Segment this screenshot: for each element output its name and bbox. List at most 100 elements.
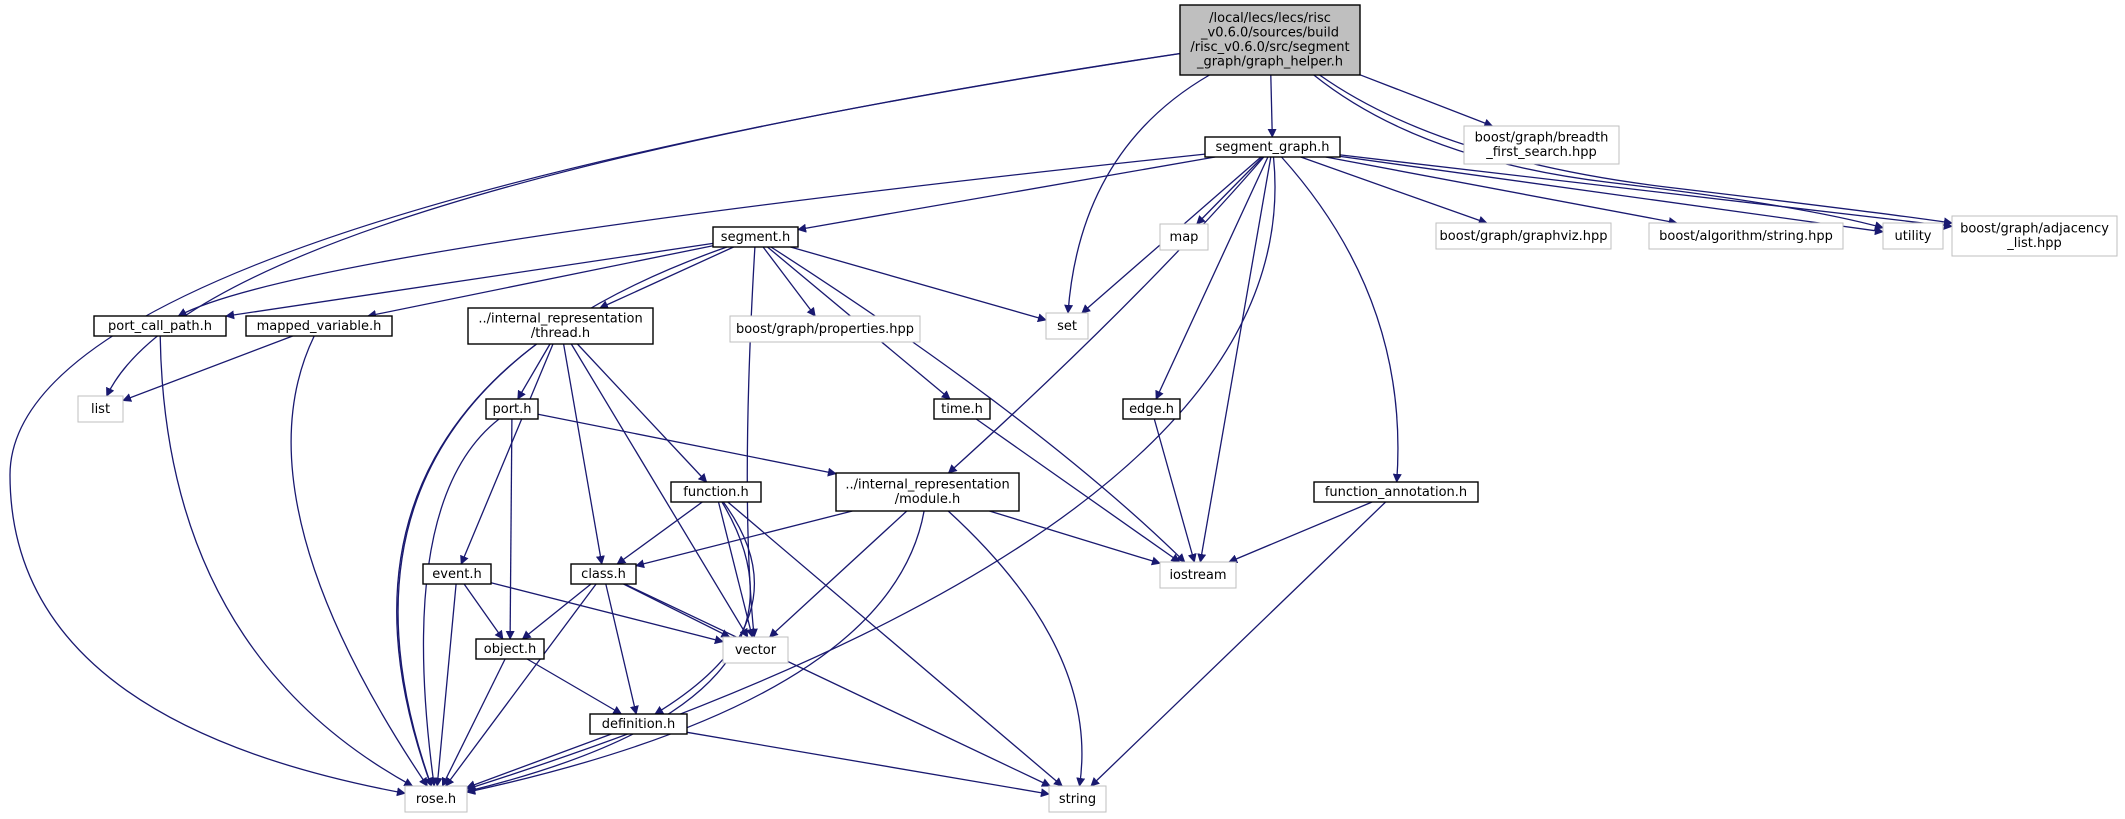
dependency-edges <box>9 52 1953 798</box>
edge-root-to-rose <box>9 52 1181 797</box>
edge-event-to-vector <box>490 582 724 645</box>
node-label: boost/graph/graphviz.hpp <box>1440 229 1608 244</box>
node-segment_graph[interactable]: segment_graph.h <box>1204 136 1341 158</box>
node-label: boost/graph/properties.hpp <box>736 322 914 337</box>
node-vector: vector <box>722 636 789 664</box>
node-label: time.h <box>941 402 983 417</box>
node-thread[interactable]: ../internal_representation/thread.h <box>467 307 654 345</box>
node-edge[interactable]: edge.h <box>1122 398 1181 420</box>
node-box <box>1159 561 1237 589</box>
node-box <box>422 563 492 585</box>
edge-class-to-rose <box>445 583 597 787</box>
edge-thread-to-function <box>576 343 708 483</box>
node-box <box>722 636 789 664</box>
node-root[interactable]: /local/lecs/lecs/risc_v0.6.0/sources/bui… <box>1179 4 1361 76</box>
edge-thread-to-event <box>460 343 554 565</box>
node-adjacency: boost/graph/adjacency_list.hpp <box>1951 215 2118 257</box>
node-label: edge.h <box>1129 402 1174 417</box>
node-label: ../internal_representation <box>478 312 642 327</box>
node-graphviz: boost/graph/graphviz.hpp <box>1435 222 1612 250</box>
node-definition[interactable]: definition.h <box>589 713 688 735</box>
node-label: iostream <box>1169 568 1226 583</box>
edge-segment-to-port_call_path <box>225 242 714 320</box>
edge-root-to-adjacency <box>1319 74 1953 227</box>
node-class[interactable]: class.h <box>570 563 637 585</box>
node-label: event.h <box>432 567 481 582</box>
dependency-nodes: /local/lecs/lecs/risc_v0.6.0/sources/bui… <box>77 4 2118 813</box>
edge-segment-to-thread <box>599 246 734 309</box>
node-function[interactable]: function.h <box>670 481 762 503</box>
node-label: _list.hpp <box>2006 236 2061 251</box>
edge-definition-to-rose <box>466 733 612 789</box>
node-event[interactable]: event.h <box>422 563 492 585</box>
node-object[interactable]: object.h <box>475 638 545 660</box>
edge-segment_graph-to-rose <box>466 156 1276 791</box>
node-box <box>93 315 227 337</box>
node-module[interactable]: ../internal_representation/module.h <box>835 472 1020 512</box>
edge-class-to-object <box>521 583 592 640</box>
node-box <box>933 398 991 420</box>
edge-event-to-object <box>463 583 504 640</box>
edge-segment_graph-to-edge <box>1155 156 1269 400</box>
node-box <box>1648 222 1844 250</box>
node-label: class.h <box>581 567 626 582</box>
node-port[interactable]: port.h <box>485 398 539 420</box>
edge-event-to-rose <box>433 583 457 787</box>
edge-function-to-string <box>727 501 1063 787</box>
node-label: set <box>1057 319 1077 334</box>
node-algo_string: boost/algorithm/string.hpp <box>1648 222 1844 250</box>
node-label: segment.h <box>721 230 790 245</box>
node-box <box>1179 4 1361 76</box>
node-segment[interactable]: segment.h <box>712 226 799 248</box>
edge-thread-to-port <box>517 343 551 400</box>
node-label: mapped_variable.h <box>257 319 382 334</box>
node-label: ../internal_representation <box>845 478 1009 493</box>
node-label: list <box>91 402 110 417</box>
node-label: definition.h <box>602 717 676 732</box>
node-box <box>1045 312 1089 340</box>
edge-segment-to-vector <box>746 246 758 638</box>
node-box <box>404 785 468 813</box>
edge-root-to-set <box>1064 74 1210 314</box>
node-label: segment_graph.h <box>1216 140 1330 155</box>
node-box <box>475 638 545 660</box>
node-box <box>712 226 799 248</box>
node-label: object.h <box>484 642 536 657</box>
node-time[interactable]: time.h <box>933 398 991 420</box>
edge-thread-to-class <box>562 343 605 565</box>
node-label: utility <box>1895 229 1932 244</box>
node-box <box>589 713 688 735</box>
node-label: boost/graph/adjacency <box>1960 222 2109 237</box>
node-set: set <box>1045 312 1089 340</box>
edge-class-to-vector <box>623 583 731 638</box>
edge-segment-to-iostream <box>770 246 1186 563</box>
node-label: rose.h <box>416 792 456 807</box>
edge-segment_graph-to-algo_string <box>1325 156 1678 226</box>
node-mapped_variable[interactable]: mapped_variable.h <box>245 315 393 337</box>
edge-class-to-string <box>624 583 1051 787</box>
edge-root-to-bfs <box>1359 74 1494 128</box>
edge-function_annotation-to-string <box>1090 501 1387 787</box>
node-box <box>1435 222 1612 250</box>
node-port_call_path[interactable]: port_call_path.h <box>93 315 227 337</box>
node-label: /thread.h <box>531 326 590 341</box>
edge-segment_graph-to-segment <box>797 156 1216 233</box>
node-properties: boost/graph/properties.hpp <box>729 315 921 343</box>
edge-module-to-class <box>635 510 853 569</box>
edge-object-to-definition <box>526 658 623 715</box>
edge-thread-to-rose <box>397 343 538 787</box>
edge-function-to-class <box>616 501 703 565</box>
node-label: string <box>1059 792 1096 807</box>
node-label: _v0.6.0/sources/build <box>1200 26 1339 41</box>
node-function_annotation[interactable]: function_annotation.h <box>1313 481 1479 503</box>
node-box <box>1951 215 2118 257</box>
edge-module-to-rose <box>466 510 925 795</box>
node-box <box>1882 222 1944 250</box>
edge-time-to-iostream <box>975 418 1181 563</box>
node-iostream: iostream <box>1159 561 1237 589</box>
edge-segment_graph-to-function_annotation <box>1281 156 1402 483</box>
node-box <box>485 398 539 420</box>
node-label: _graph/graph_helper.h <box>1196 55 1343 70</box>
edge-port-to-object <box>505 418 515 640</box>
edge-segment-to-mapped_variable <box>367 245 714 319</box>
